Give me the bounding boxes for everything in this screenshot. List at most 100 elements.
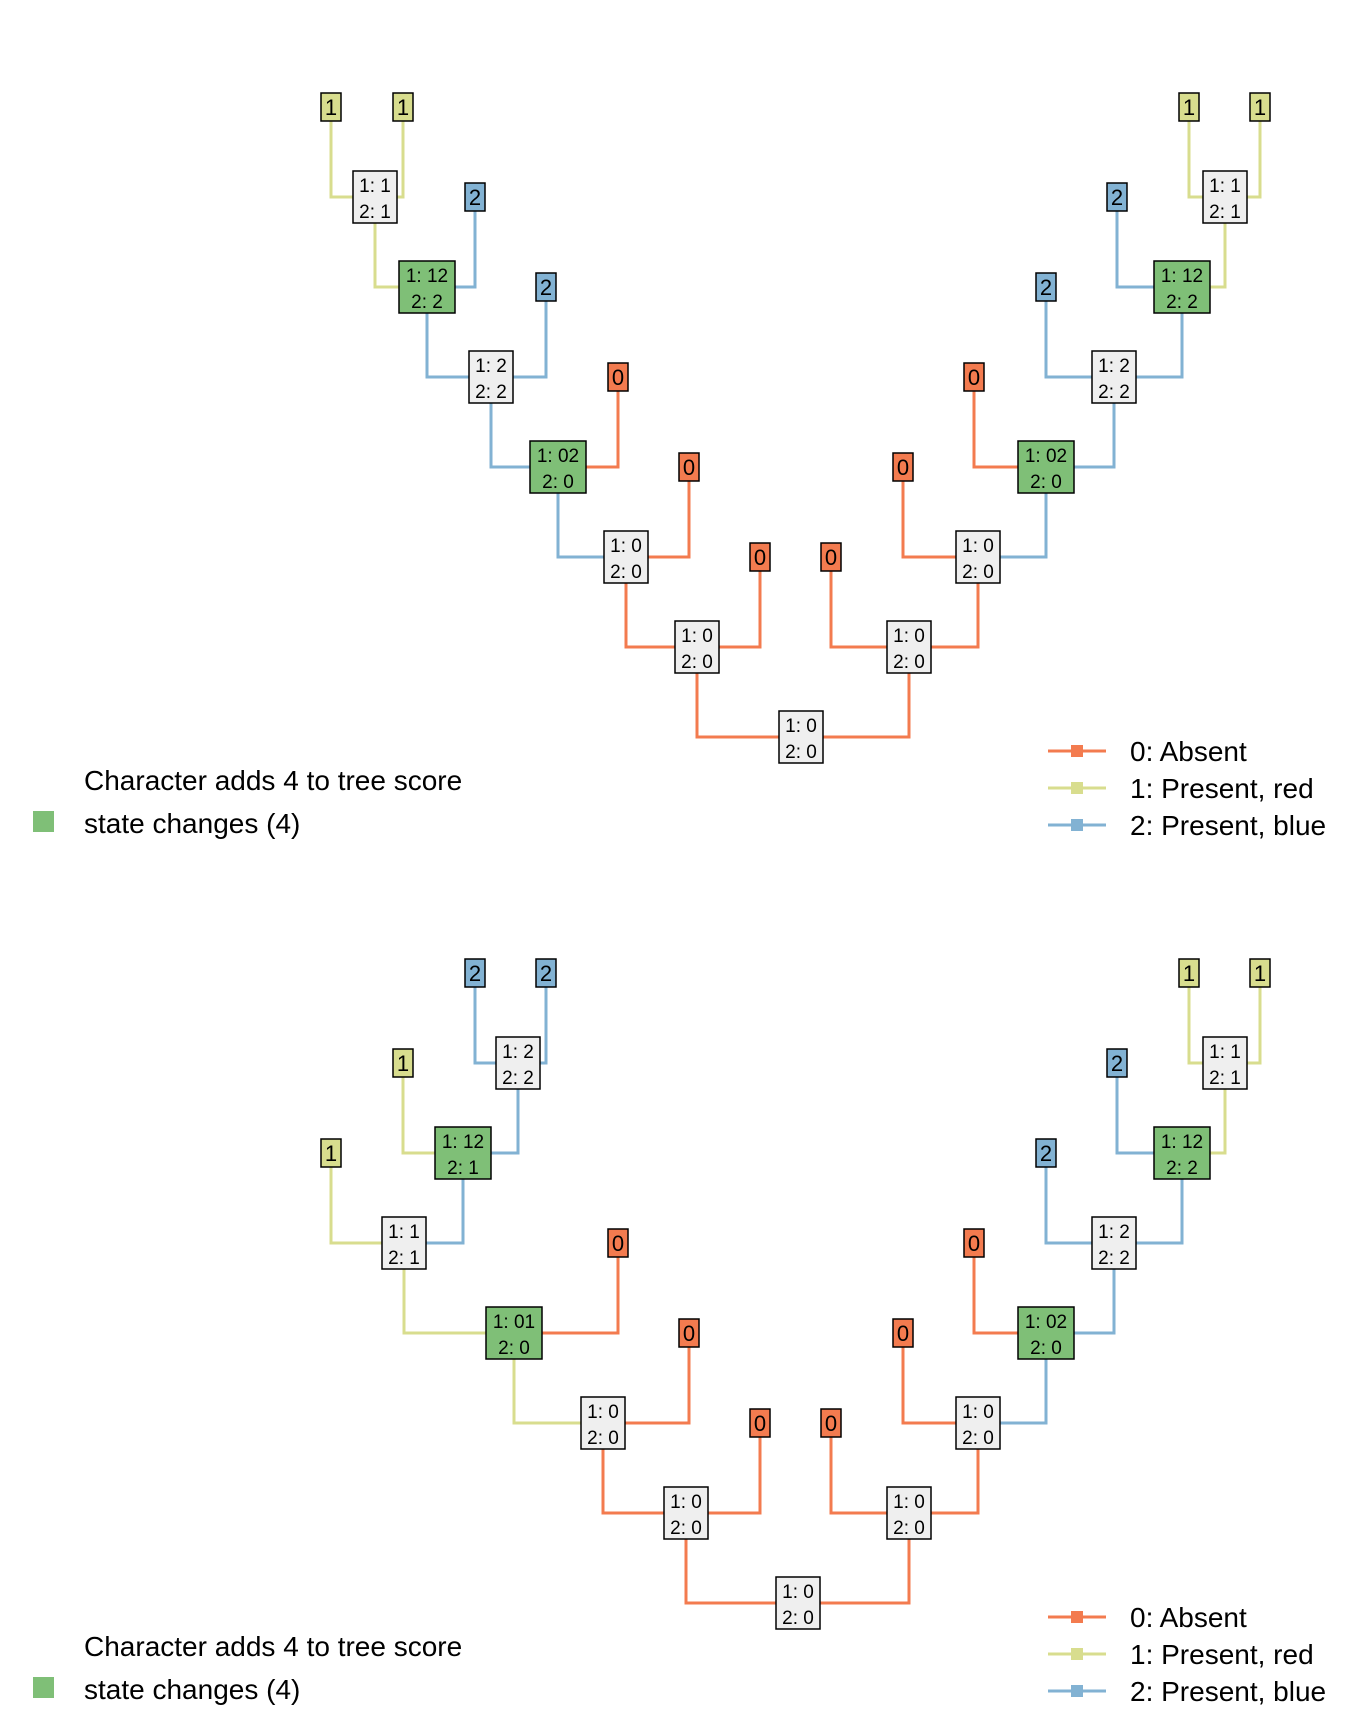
tip-state-text: 2 <box>540 275 552 300</box>
node-box <box>1091 1216 1137 1270</box>
node-box <box>674 620 720 674</box>
tip-box <box>892 1318 914 1348</box>
tip-label: 2 <box>1106 1048 1128 1078</box>
tip-state-text: 0 <box>968 365 980 390</box>
legend-label: 0: Absent <box>1130 736 1247 767</box>
node-line-2: 2: 0 <box>893 1518 925 1539</box>
tree-edge <box>329 1153 404 1245</box>
tip-box <box>535 272 557 302</box>
node-box <box>1153 1126 1211 1180</box>
tip-label: 1 <box>320 92 342 122</box>
node-box <box>485 1306 543 1360</box>
node-line-1: 1: 1 <box>388 1222 420 1243</box>
node-line-1: 1: 0 <box>670 1492 702 1513</box>
tip-box <box>607 362 629 392</box>
tree-edge <box>695 647 801 739</box>
legend-label: 0: Absent <box>1130 1602 1247 1633</box>
tip-state-text: 1 <box>1254 961 1266 986</box>
node-line-1: 1: 12 <box>406 266 448 287</box>
node-line-1: 1: 2 <box>1098 1222 1130 1243</box>
tip-state-text: 1 <box>325 1141 337 1166</box>
tip-box <box>1249 92 1271 122</box>
changes-swatch <box>33 1677 54 1698</box>
tip-state-text: 0 <box>897 455 909 480</box>
tip-box <box>1106 1048 1128 1078</box>
tip-box <box>1178 958 1200 988</box>
legend-marker <box>1071 782 1083 794</box>
tip-box <box>1249 958 1271 988</box>
tip-label: 0 <box>820 542 842 572</box>
changes-swatch <box>33 811 54 832</box>
tip-state-text: 1 <box>1254 95 1266 120</box>
tip-box <box>464 182 486 212</box>
tree-edge <box>829 557 909 649</box>
node-line-2: 2: 0 <box>498 1338 530 1359</box>
node-label: 1: 02: 0 <box>886 620 932 674</box>
node-box <box>886 620 932 674</box>
node-box <box>352 170 398 224</box>
state-changes-text: state changes (4) <box>84 1674 300 1705</box>
node-line-2: 2: 2 <box>1098 1248 1130 1269</box>
tip-state-text: 0 <box>683 455 695 480</box>
node-box <box>603 530 649 584</box>
tip-state-text: 1 <box>1183 961 1195 986</box>
tree-edge <box>603 1333 691 1425</box>
node-label: 1: 22: 2 <box>495 1036 541 1090</box>
node-box <box>580 1396 626 1450</box>
tip-box <box>1035 1138 1057 1168</box>
tip-state-text: 0 <box>825 545 837 570</box>
node-label: 1: 02: 0 <box>663 1486 709 1540</box>
tip-box <box>892 452 914 482</box>
node-box <box>434 1126 492 1180</box>
node-label: 1: 122: 2 <box>398 260 456 314</box>
tip-state-text: 1 <box>1183 95 1195 120</box>
node-line-1: 1: 2 <box>502 1042 534 1063</box>
tree-edge <box>901 1333 978 1425</box>
tip-state-text: 0 <box>683 1321 695 1346</box>
tip-label: 1 <box>392 1048 414 1078</box>
node-label: 1: 02: 0 <box>955 530 1001 584</box>
node-label: 1: 12: 1 <box>352 170 398 224</box>
tree-edge <box>684 1513 798 1605</box>
node-box <box>468 350 514 404</box>
tip-state-text: 0 <box>754 545 766 570</box>
tip-label: 2 <box>1106 182 1128 212</box>
node-box <box>495 1036 541 1090</box>
tip-box <box>820 542 842 572</box>
node-label: 1: 022: 0 <box>1017 440 1075 494</box>
node-line-2: 2: 1 <box>1209 202 1241 223</box>
node-line-1: 1: 1 <box>1209 1042 1241 1063</box>
node-line-1: 1: 2 <box>1098 356 1130 377</box>
node-label: 1: 012: 0 <box>485 1306 543 1360</box>
node-box <box>398 260 456 314</box>
tree-edge <box>402 1243 514 1335</box>
tip-label: 0 <box>607 1228 629 1258</box>
tip-label: 2 <box>464 958 486 988</box>
tip-state-text: 2 <box>1040 275 1052 300</box>
node-line-2: 2: 0 <box>587 1428 619 1449</box>
tree-edge <box>901 467 978 559</box>
tip-state-text: 0 <box>612 365 624 390</box>
node-box <box>381 1216 427 1270</box>
node-line-1: 1: 12 <box>442 1132 484 1153</box>
node-line-2: 2: 2 <box>475 382 507 403</box>
tip-box <box>1106 182 1128 212</box>
tip-state-text: 0 <box>968 1231 980 1256</box>
node-box <box>886 1486 932 1540</box>
tip-label: 1 <box>1249 958 1271 988</box>
node-line-1: 1: 2 <box>475 356 507 377</box>
node-line-2: 2: 1 <box>388 1248 420 1269</box>
node-line-1: 1: 0 <box>962 536 994 557</box>
tip-label: 1 <box>1178 958 1200 988</box>
node-line-1: 1: 12 <box>1161 266 1203 287</box>
tree-score-text: Character adds 4 to tree score <box>84 765 462 796</box>
tip-label: 0 <box>963 362 985 392</box>
tip-label: 0 <box>749 542 771 572</box>
legend-label: 2: Present, blue <box>1130 1676 1326 1707</box>
node-label: 1: 02: 0 <box>886 1486 932 1540</box>
